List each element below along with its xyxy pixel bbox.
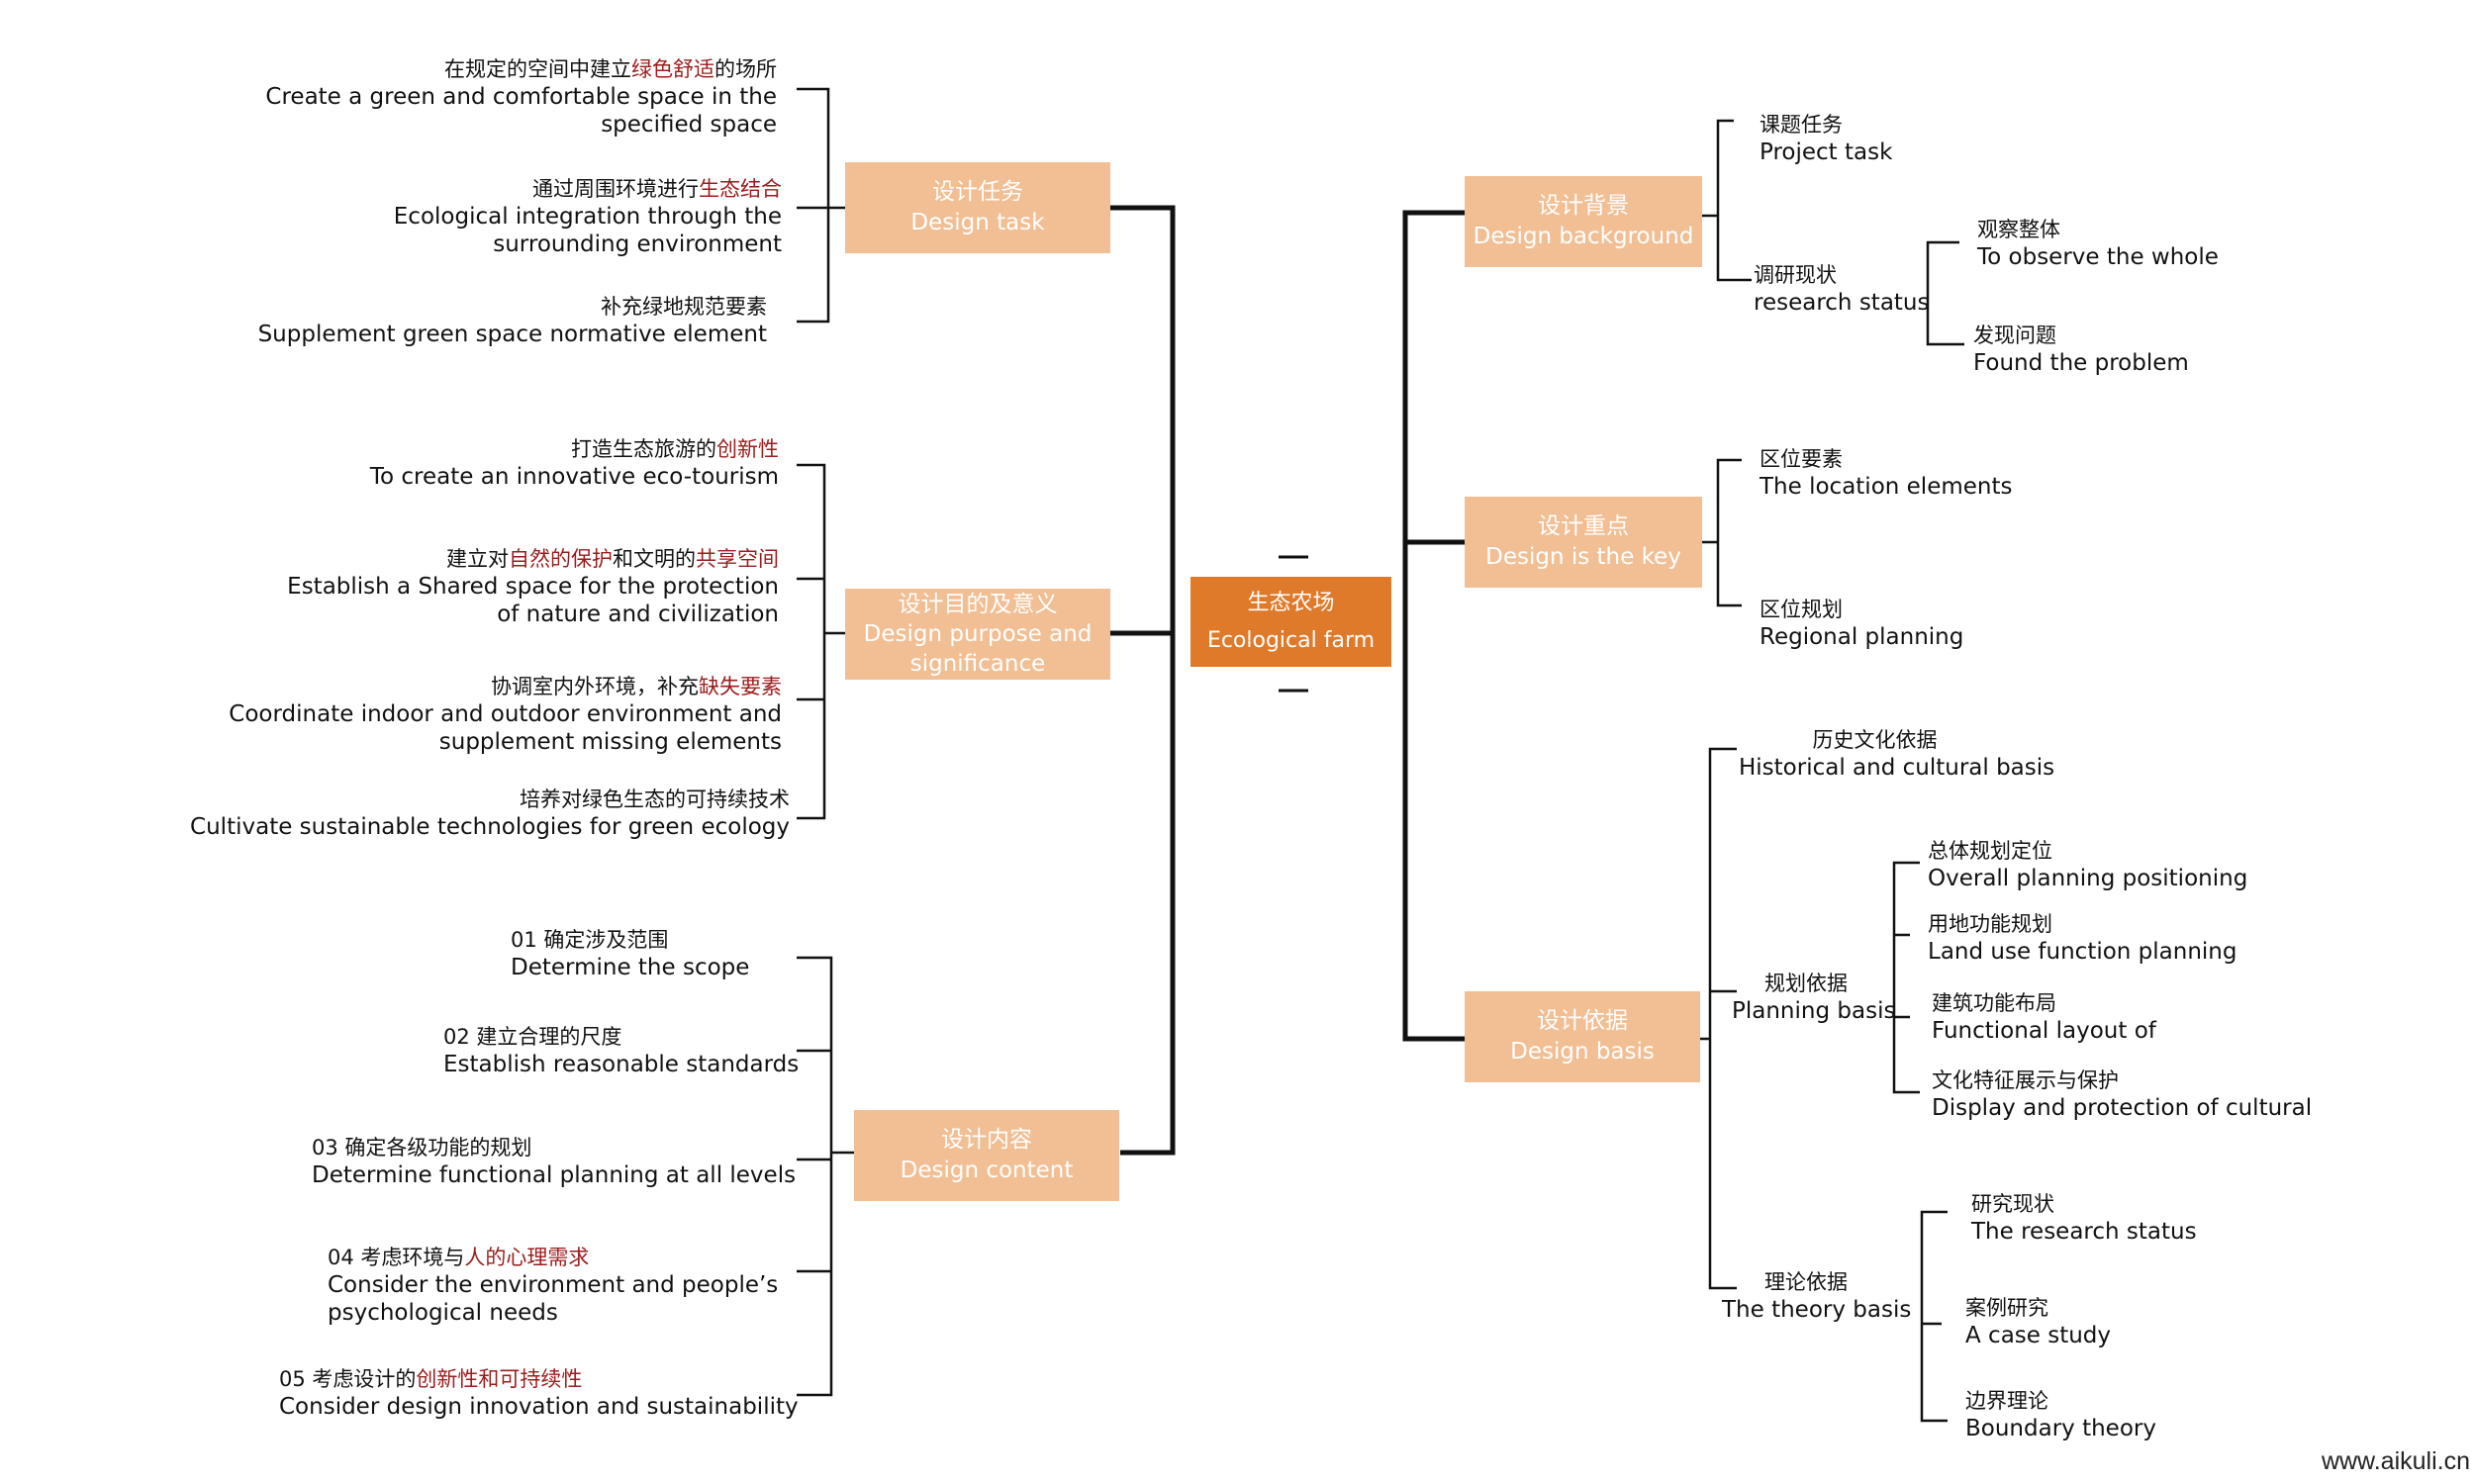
node-design-key[interactable]: 设计重点 Design is the key <box>1465 497 1702 588</box>
key-regional: 区位规划 Regional planning <box>1760 598 1964 650</box>
basis-landuse: 用地功能规划 Land use function planning <box>1928 912 2237 965</box>
node-design-task-zh: 设计任务 <box>932 179 1023 205</box>
node-design-content-en: Design content <box>900 1158 1074 1183</box>
node-design-basis[interactable]: 设计依据 Design basis <box>1465 991 1700 1082</box>
basis-theory: 理论依据 The theory basis <box>1722 1270 1912 1323</box>
node-design-basis-en: Design basis <box>1510 1039 1655 1065</box>
node-design-content[interactable]: 设计内容 Design content <box>854 1110 1119 1201</box>
center-node-en: Ecological farm <box>1206 627 1376 653</box>
node-design-task[interactable]: 设计任务 Design task <box>845 162 1110 253</box>
background-research-status: 调研现状 research status <box>1754 263 1930 316</box>
node-design-purpose-en1: Design purpose and <box>863 621 1093 647</box>
basis-historical: 历史文化依据 Historical and cultural basis <box>1739 728 2055 781</box>
basis-case: 案例研究 A case study <box>1965 1296 2112 1348</box>
basis-building: 建筑功能布局 Functional layout of <box>1932 991 2156 1044</box>
node-design-purpose[interactable]: 设计目的及意义 Design purpose and significance <box>845 589 1110 680</box>
node-design-content-zh: 设计内容 <box>941 1127 1032 1153</box>
watermark-text: www.aikuli.cn <box>2321 1447 2470 1475</box>
node-design-key-en: Design is the key <box>1485 544 1681 570</box>
content-item-1: 01 确定涉及范围 Determine the scope <box>511 928 750 980</box>
background-observe: 观察整体 To observe the whole <box>1977 218 2219 270</box>
node-design-background-zh: 设计背景 <box>1538 193 1629 219</box>
task-item-2: 通过周围环境进行生态结合 Ecological integration thro… <box>393 177 782 257</box>
basis-cultural: 文化特征展示与保护 Display and protection of cult… <box>1932 1068 2313 1121</box>
node-design-purpose-zh: 设计目的及意义 <box>898 592 1058 617</box>
background-project-task: 课题任务 Project task <box>1760 113 1893 165</box>
basis-boundary: 边界理论 Boundary theory <box>1965 1389 2156 1441</box>
background-problem: 发现问题 Found the problem <box>1973 324 2189 376</box>
node-design-basis-zh: 设计依据 <box>1537 1008 1628 1034</box>
content-item-2: 02 建立合理的尺度 Establish reasonable standard… <box>443 1025 800 1077</box>
node-design-key-zh: 设计重点 <box>1538 513 1629 539</box>
node-design-purpose-en2: significance <box>909 651 1046 677</box>
node-design-background-en: Design background <box>1473 224 1694 249</box>
task-item-1: 在规定的空间中建立绿色舒适的场所 Create a green and comf… <box>265 57 777 138</box>
key-location: 区位要素 The location elements <box>1760 447 2013 500</box>
purpose-item-2: 建立对自然的保护和文明的共享空间 Establish a Shared spac… <box>287 547 779 627</box>
purpose-item-4: 培养对绿色生态的可持续技术 Cultivate sustainable tech… <box>190 788 790 840</box>
content-item-4: 04 考虑环境与人的心理需求 Consider the environment … <box>328 1246 779 1326</box>
purpose-item-3: 协调室内外环境，补充缺失要素 Coordinate indoor and out… <box>229 675 782 755</box>
task-item-3: 补充绿地规范要素 Supplement green space normativ… <box>257 295 767 347</box>
node-design-task-en: Design task <box>910 210 1045 235</box>
purpose-item-1: 打造生态旅游的创新性 To create an innovative eco-t… <box>369 437 779 490</box>
node-design-background[interactable]: 设计背景 Design background <box>1465 176 1702 267</box>
basis-research: 研究现状 The research status <box>1971 1192 2197 1245</box>
basis-planning: 规划依据 Planning basis <box>1732 972 1896 1024</box>
center-node-zh: 生态农场 <box>1247 590 1335 615</box>
content-item-5: 05 考虑设计的创新性和可持续性 Consider design innovat… <box>279 1367 799 1420</box>
content-item-3: 03 确定各级功能的规划 Determine functional planni… <box>312 1136 797 1188</box>
basis-overall: 总体规划定位 Overall planning positioning <box>1928 839 2248 891</box>
center-node[interactable]: 生态农场 Ecological farm <box>1190 577 1391 667</box>
